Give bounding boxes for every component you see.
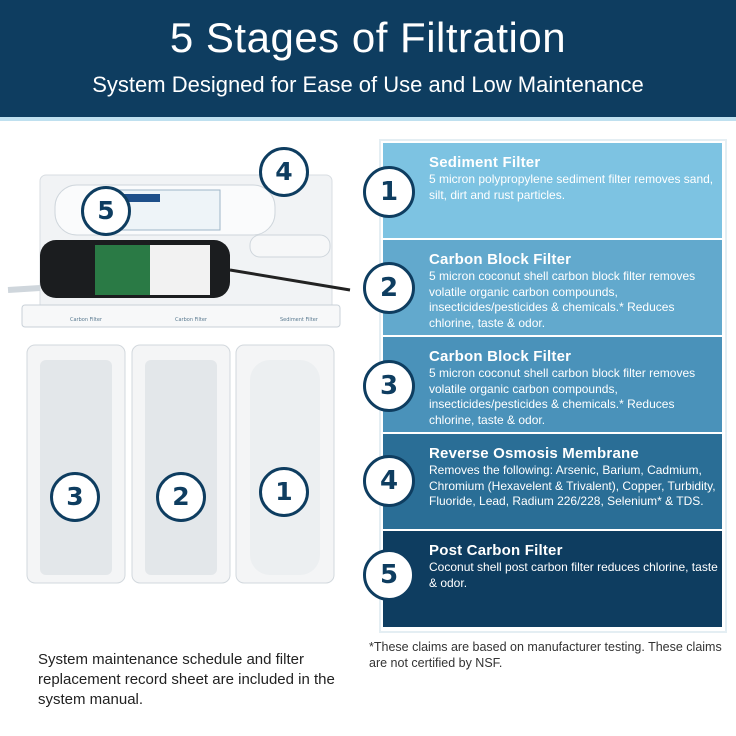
stage-title: Post Carbon Filter (429, 542, 563, 559)
carbon-cartridge (40, 360, 112, 575)
stage-number-2: 2 (363, 262, 415, 314)
callout-stage-1: 1 (259, 467, 309, 517)
claims-footnote: *These claims are based on manufacturer … (369, 640, 722, 670)
stage-description: Coconut shell post carbon filter reduces… (429, 560, 718, 590)
stage-title: Carbon Block Filter (429, 348, 572, 365)
callout-stage-3: 3 (50, 472, 100, 522)
ro-system-illustration (7, 174, 351, 584)
stage-4-card: Reverse Osmosis Membrane Removes the fol… (383, 434, 722, 529)
callout-stage-2: 2 (156, 472, 206, 522)
stage-description: Removes the following: Arsenic, Barium, … (429, 463, 716, 508)
stage-number-3: 3 (363, 360, 415, 412)
filter-manifold (21, 304, 341, 328)
callout-stage-5: 5 (81, 186, 131, 236)
maintenance-note: System maintenance schedule and filter r… (38, 651, 335, 708)
filter-housing-1 (235, 344, 335, 584)
pump-label-white (150, 245, 210, 295)
callout-stage-4: 4 (259, 147, 309, 197)
power-cable (229, 268, 351, 292)
post-carbon-filter (249, 234, 331, 258)
stage-number-5: 5 (363, 549, 415, 601)
stage-description: 5 micron polypropylene sediment filter r… (429, 172, 714, 202)
carbon-filter-label: Carbon Filter (70, 317, 102, 323)
page-subtitle: System Designed for Ease of Use and Low … (92, 72, 644, 97)
pump-label-green (95, 245, 150, 295)
stage-number-1: 1 (363, 166, 415, 218)
filter-housing-3 (26, 344, 126, 584)
stage-description: 5 micron coconut shell carbon block filt… (429, 366, 696, 427)
carbon-filter-label: Carbon Filter (175, 317, 207, 323)
stage-1-card: Sediment Filter 5 micron polypropylene s… (383, 143, 722, 238)
page-title: 5 Stages of Filtration (169, 14, 567, 61)
stage-description: 5 micron coconut shell carbon block filt… (429, 269, 696, 330)
sediment-filter-label: Sediment Filter (280, 317, 318, 323)
stage-3-card: Carbon Block Filter 5 micron coconut she… (383, 337, 722, 432)
membrane-label-stripe (120, 194, 160, 202)
carbon-cartridge (145, 360, 217, 575)
stage-title: Carbon Block Filter (429, 251, 572, 268)
stage-2-card: Carbon Block Filter 5 micron coconut she… (383, 240, 722, 335)
header-banner: 5 Stages of Filtration System Designed f… (0, 0, 736, 117)
header-divider (0, 117, 736, 121)
stage-number-4: 4 (363, 455, 415, 507)
filter-housing-2 (131, 344, 231, 584)
stage-5-card: Post Carbon Filter Coconut shell post ca… (383, 531, 722, 627)
inlet-tube (7, 285, 41, 293)
stage-title: Reverse Osmosis Membrane (429, 445, 639, 462)
stage-title: Sediment Filter (429, 154, 541, 171)
